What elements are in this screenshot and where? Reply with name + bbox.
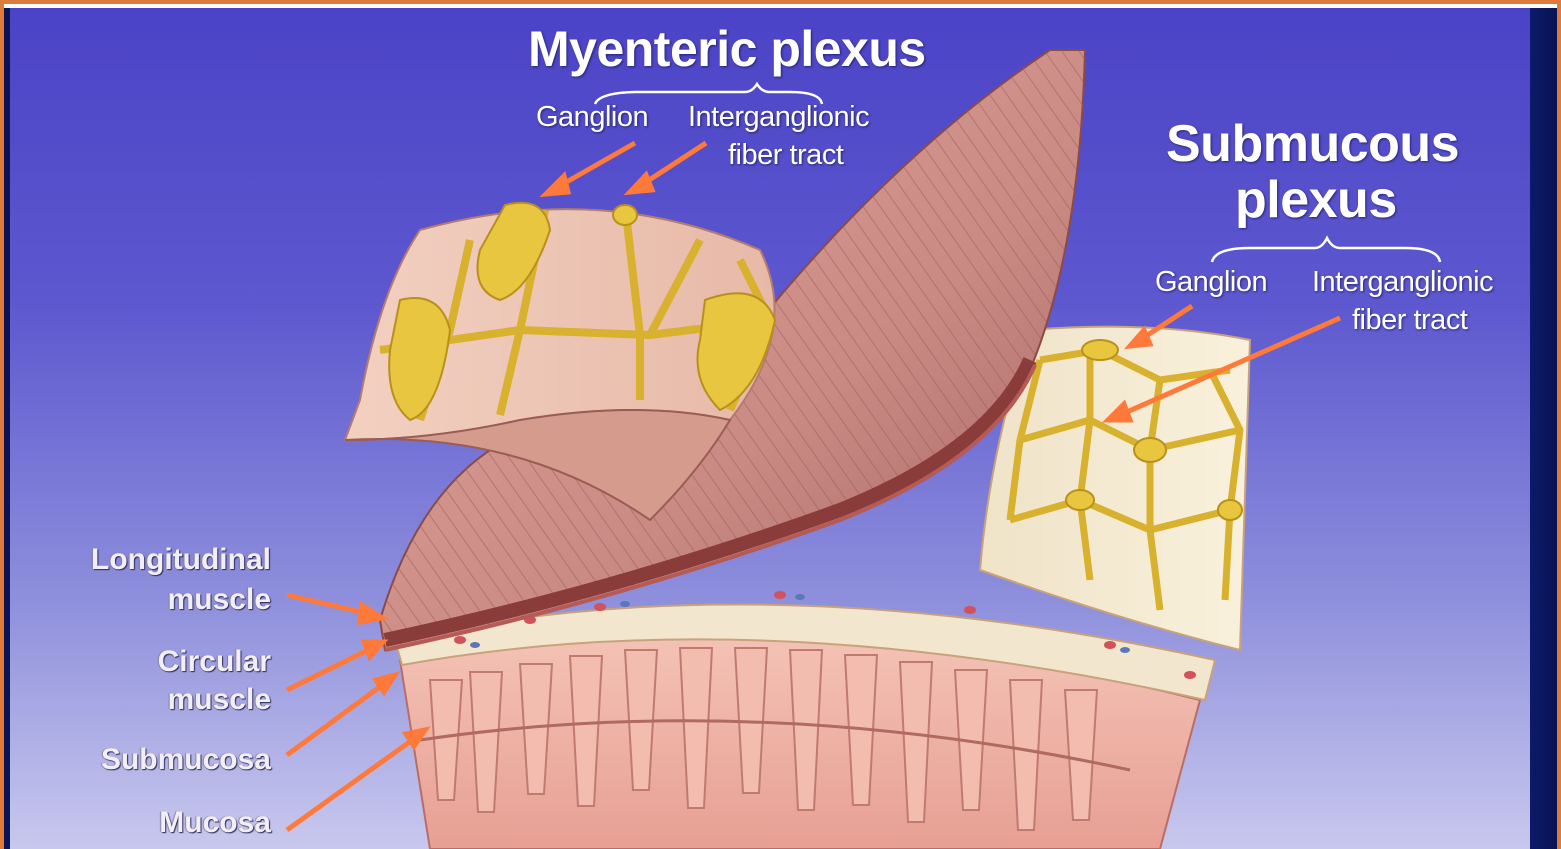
arrow-longitudinal-muscle	[287, 595, 370, 614]
myenteric-ganglion-label: Ganglion	[536, 101, 648, 134]
submucous-brace	[1212, 238, 1440, 262]
submucous-tract-label-line1: Interganglionic	[1312, 266, 1493, 299]
submucous-plexus-title-line2: plexus	[1235, 170, 1397, 230]
arrow-submucosa	[287, 683, 385, 755]
mucosa-label: Mucosa	[159, 806, 271, 840]
submucous-tract-label-line2: fiber tract	[1352, 304, 1467, 337]
longitudinal-muscle-label-line2: muscle	[168, 583, 271, 617]
circular-muscle-label-line1: Circular	[158, 645, 271, 679]
submucous-plexus-title-line1: Submucous	[1166, 114, 1459, 174]
myenteric-tract-label-line1: Interganglionic	[688, 101, 869, 134]
submucosa-label: Submucosa	[101, 743, 271, 777]
arrow-circular-muscle	[287, 648, 372, 690]
myenteric-tract-label-line2: fiber tract	[728, 139, 843, 172]
circular-muscle-label-line2: muscle	[168, 683, 271, 717]
myenteric-plexus-title: Myenteric plexus	[528, 20, 926, 78]
arrow-mucosa	[287, 738, 415, 830]
longitudinal-muscle-label-line1: Longitudinal	[91, 543, 271, 577]
submucous-ganglion-label: Ganglion	[1155, 266, 1267, 299]
